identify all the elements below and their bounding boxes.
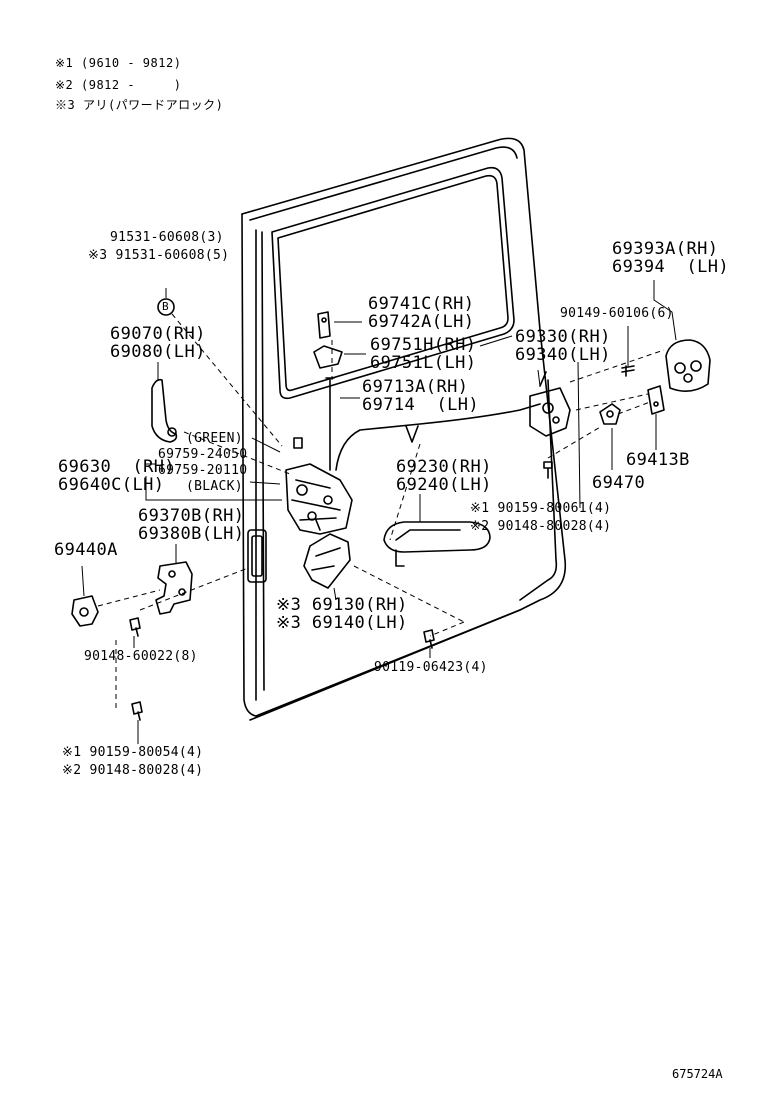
label-90148-60022: 90148-60022(8)	[84, 649, 198, 664]
label-69230: 69230(RH)	[396, 457, 492, 477]
label-69070: 69070(RH)	[110, 324, 206, 344]
label-green: (GREEN)	[186, 431, 243, 446]
bolt-90149	[621, 365, 635, 377]
label-90149-60106: 90149-60106(6)	[560, 306, 674, 321]
label-69394: 69394 (LH)	[612, 257, 729, 277]
bolt-90159-80054	[131, 701, 143, 721]
label-69140: ※3 69140(LH)	[276, 613, 408, 633]
label-90148-80028-a: ※2 90148-80028(4)	[470, 519, 612, 534]
hinge-69370b	[155, 561, 193, 615]
rod-clip	[293, 437, 303, 449]
callout-b-circle	[157, 298, 175, 316]
note-1: ※1 (9610 - 9812)	[55, 56, 182, 70]
label-69440a: 69440A	[54, 540, 118, 560]
label-black: (BLACK)	[186, 479, 243, 494]
label-91531-60608-3: 91531-60608(3)	[110, 230, 224, 245]
clip-69741c	[317, 311, 331, 339]
remote-control-69330	[529, 387, 571, 437]
label-90159-80061: ※1 90159-80061(4)	[470, 501, 612, 516]
label-69470: 69470	[592, 473, 646, 493]
callout-b-label: B	[162, 300, 169, 313]
label-69080: 69080(LH)	[110, 342, 206, 362]
reference-code: 675724A	[672, 1067, 723, 1081]
screw-90159-80061	[543, 461, 553, 479]
note-3: ※3 アリ(パワードアロック)	[55, 98, 224, 112]
label-69380b: 69380B(LH)	[138, 524, 245, 544]
bolt-90119	[423, 629, 435, 649]
bracket-69440a	[71, 595, 99, 627]
plate-69413b	[647, 385, 665, 415]
inside-handle-69070	[151, 378, 178, 443]
label-69714: 69714 (LH)	[362, 395, 479, 415]
clip-69751h	[313, 345, 343, 369]
label-69340: 69340(LH)	[515, 345, 611, 365]
note-2: ※2 (9812 - )	[55, 78, 182, 92]
label-69240: 69240(LH)	[396, 475, 492, 495]
bolt-90148-60022	[129, 617, 141, 637]
label-69759-20110: 69759-20110	[158, 463, 248, 478]
striker-cover-69393a	[665, 339, 711, 392]
lock-cable	[335, 403, 541, 471]
label-69751h: 69751H(RH)	[370, 335, 477, 355]
label-69370b: 69370B(RH)	[138, 506, 245, 526]
label-69393a: 69393A(RH)	[612, 239, 719, 259]
label-69640c: 69640C(LH)	[58, 475, 165, 495]
label-69713a: 69713A(RH)	[362, 377, 469, 397]
label-69742a: 69742A(LH)	[368, 312, 475, 332]
door-panel-edge	[241, 213, 257, 717]
label-69741c: 69741C(RH)	[368, 294, 475, 314]
label-69413b: 69413B	[626, 450, 690, 470]
door-lock-69630	[285, 463, 353, 535]
lock-actuator-69130	[303, 533, 351, 589]
label-90159-80054: ※1 90159-80054(4)	[62, 745, 204, 760]
door-panel-outline	[241, 137, 567, 721]
label-69751l: 69751L(LH)	[370, 353, 477, 373]
label-69759-24050: 69759-24050	[158, 447, 248, 462]
striker-69470	[599, 403, 621, 425]
label-69330: 69330(RH)	[515, 327, 611, 347]
label-69130: ※3 69130(RH)	[276, 595, 408, 615]
label-90148-80028-b: ※2 90148-80028(4)	[62, 763, 204, 778]
label-90119-06423: 90119-06423(4)	[374, 660, 488, 675]
door-window-outline	[271, 166, 515, 400]
label-69630: 69630 (RH)	[58, 457, 175, 477]
label-91531-60608-5: ※3 91531-60608(5)	[88, 248, 230, 263]
